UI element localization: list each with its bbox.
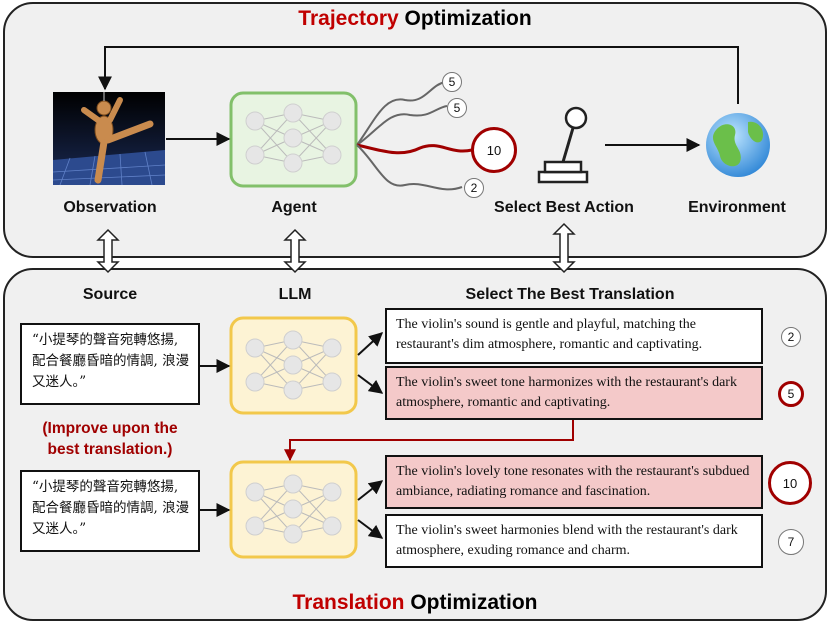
globe-icon [706, 113, 770, 177]
candidate-1-score: 2 [781, 327, 801, 347]
translation-title: Translation Optimization [292, 591, 538, 614]
agent-network-icon [229, 91, 358, 188]
llm-network-icon-2 [229, 460, 358, 559]
translation-candidate-4: The violin's sweet harmonies blend with … [385, 514, 763, 568]
candidate-3-score: 10 [768, 461, 812, 505]
branch-score-best: 10 [471, 127, 517, 173]
translation-candidate-2-best: The violin's sweet tone harmonizes with … [385, 366, 763, 420]
candidate-2-score: 5 [778, 381, 804, 407]
llm-network-icon-1 [229, 316, 358, 415]
llm-label: LLM [278, 286, 312, 303]
source-text-box-1: “小提琴的聲音宛轉悠揚, 配合餐廳昏暗的情調, 浪漫又迷人。” [20, 323, 200, 405]
agent-label: Agent [271, 199, 317, 216]
branch-score-4: 2 [464, 178, 484, 198]
translation-candidate-3-best: The violin's lovely tone resonates with … [385, 455, 763, 509]
robot-figure-image [52, 92, 166, 186]
environment-label: Environment [688, 199, 786, 216]
select-best-action-label: Select Best Action [494, 199, 634, 216]
translation-candidate-1: The violin's sound is gentle and playful… [385, 308, 763, 364]
observation-label: Observation [63, 199, 157, 216]
source-label: Source [82, 286, 138, 303]
branch-score-2: 5 [447, 98, 467, 118]
improve-note: (Improve upon the best translation.) [42, 420, 178, 458]
double-arrow-icon [96, 222, 576, 274]
source-text-box-2: “小提琴的聲音宛轉悠揚, 配合餐廳昏暗的情調, 浪漫又迷人。” [20, 470, 200, 552]
joystick-icon [537, 106, 589, 184]
candidate-4-score: 7 [778, 529, 804, 555]
branch-score-1: 5 [442, 72, 462, 92]
select-best-translation-label: Select The Best Translation [465, 286, 675, 303]
trajectory-title: Trajectory Optimization [298, 7, 532, 30]
